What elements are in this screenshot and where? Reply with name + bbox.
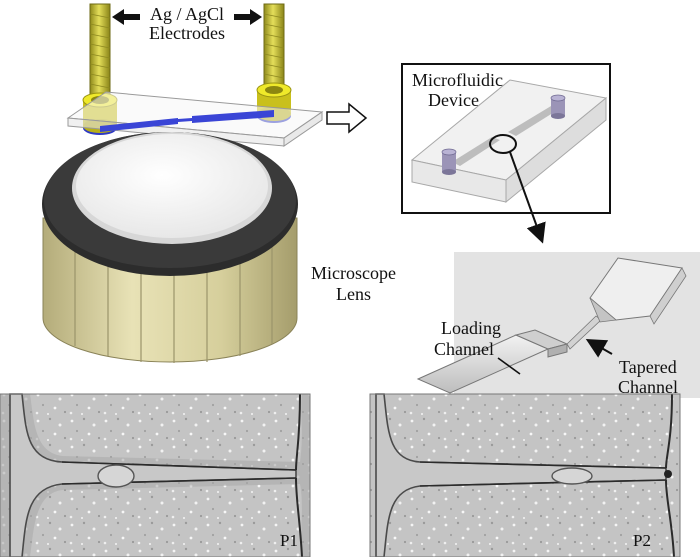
electrodes-label-line2: Electrodes [149, 23, 225, 43]
microfluidic-device-panel [401, 63, 611, 244]
electrode-pointer-arrows [112, 9, 262, 25]
panel-label-p1: P1 [280, 531, 298, 550]
tapered-channel-label-line2: Channel [618, 377, 678, 397]
loading-channel-label-line2: Channel [434, 339, 494, 359]
channel-closeup-panel [416, 252, 700, 398]
electrode-right [256, 3, 292, 123]
microscope-lens [42, 132, 298, 363]
electrodes-label-line1: Ag / AgCl [149, 4, 224, 24]
micrograph-p1 [0, 393, 311, 557]
device-label-line1: Microfluidic [412, 70, 503, 90]
tapered-channel-label-line1: Tapered [619, 357, 677, 377]
panel-label-p2: P2 [633, 531, 651, 550]
lens-label-line1: Microscope [311, 263, 396, 283]
hollow-arrow [326, 102, 368, 134]
device-label-line2: Device [428, 90, 479, 110]
loading-channel-label-line1: Loading [441, 318, 501, 338]
lens-label-line2: Lens [336, 284, 371, 304]
microchannel [100, 110, 274, 132]
micrograph-p2 [369, 393, 681, 557]
